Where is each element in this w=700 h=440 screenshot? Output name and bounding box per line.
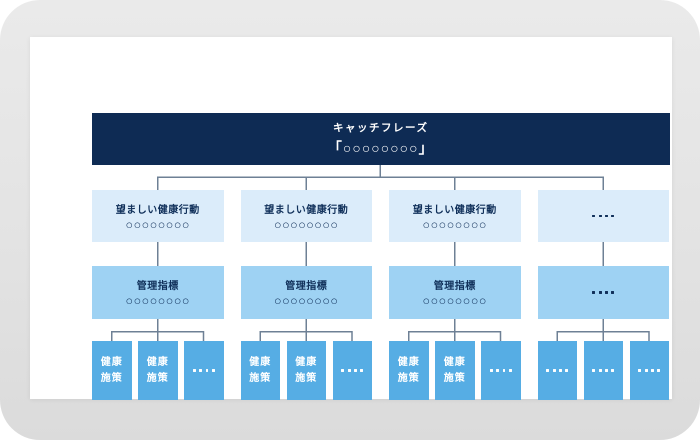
measure-box: 健康施策 [240, 341, 280, 400]
measures-row-1: 健康施策 健康施策 [92, 341, 224, 400]
health-behavior-box-ellipsis [537, 190, 669, 242]
measure-box: 健康施策 [92, 341, 132, 400]
metric-box-ellipsis [537, 266, 669, 319]
measures-row-2: 健康施策 健康施策 [240, 341, 372, 400]
health-behavior-value: ○○○○○○○○ [125, 217, 190, 232]
measure-box-ellipsis [184, 341, 224, 400]
ellipsis-dots-icon [546, 369, 569, 372]
ellipsis-dots-icon [489, 369, 512, 372]
measure-label: 健康施策 [100, 357, 123, 384]
diagram-card: キャッチフレーズ 「○○○○○○○○」 [30, 37, 672, 400]
measure-box-ellipsis [537, 341, 577, 400]
measure-box-ellipsis [629, 341, 669, 400]
metric-value: ○○○○○○○○ [422, 294, 487, 308]
measure-box: 健康施策 [389, 341, 429, 400]
measure-box: 健康施策 [138, 341, 178, 400]
health-behavior-box-3: 望ましい健康行動 ○○○○○○○○ [389, 190, 521, 242]
measure-box: 健康施策 [286, 341, 326, 400]
ellipsis-dots-icon [592, 369, 615, 372]
measure-box-ellipsis [583, 341, 623, 400]
measure-label: 健康施策 [397, 357, 420, 384]
health-behavior-box-1: 望ましい健康行動 ○○○○○○○○ [92, 190, 224, 242]
measure-label: 健康施策 [443, 357, 466, 384]
measure-box: 健康施策 [435, 341, 475, 400]
health-behavior-title: 望ましい健康行動 [412, 204, 497, 216]
measure-label: 健康施策 [249, 357, 272, 384]
metric-value: ○○○○○○○○ [125, 294, 190, 308]
health-behavior-box-2: 望ましい健康行動 ○○○○○○○○ [240, 190, 372, 242]
measure-label: 健康施策 [295, 357, 318, 384]
metric-box-1: 管理指標 ○○○○○○○○ [92, 266, 224, 319]
measures-row-ellipsis [537, 341, 669, 400]
measures-row-3: 健康施策 健康施策 [389, 341, 521, 400]
catchphrase-value: 「○○○○○○○○」 [327, 140, 434, 156]
measure-label: 健康施策 [146, 357, 169, 384]
catchphrase-title: キャッチフレーズ [333, 122, 429, 134]
ellipsis-dots-icon [592, 291, 615, 294]
metric-box-2: 管理指標 ○○○○○○○○ [240, 266, 372, 319]
measure-box-ellipsis [481, 341, 521, 400]
ellipsis-dots-icon [638, 369, 661, 372]
ellipsis-dots-icon [341, 369, 364, 372]
metric-box-3: 管理指標 ○○○○○○○○ [389, 266, 521, 319]
measure-box-ellipsis [332, 341, 372, 400]
health-behavior-value: ○○○○○○○○ [274, 217, 339, 232]
catchphrase-box: キャッチフレーズ 「○○○○○○○○」 [92, 113, 670, 165]
health-behavior-title: 望ましい健康行動 [115, 204, 200, 216]
ellipsis-dots-icon [192, 369, 215, 372]
metric-title: 管理指標 [136, 281, 179, 292]
health-behavior-value: ○○○○○○○○ [422, 217, 487, 232]
metric-title: 管理指標 [433, 281, 476, 292]
ellipsis-dots-icon [592, 214, 615, 218]
metric-title: 管理指標 [285, 281, 328, 292]
metric-value: ○○○○○○○○ [274, 294, 339, 308]
health-behavior-title: 望ましい健康行動 [264, 204, 349, 216]
